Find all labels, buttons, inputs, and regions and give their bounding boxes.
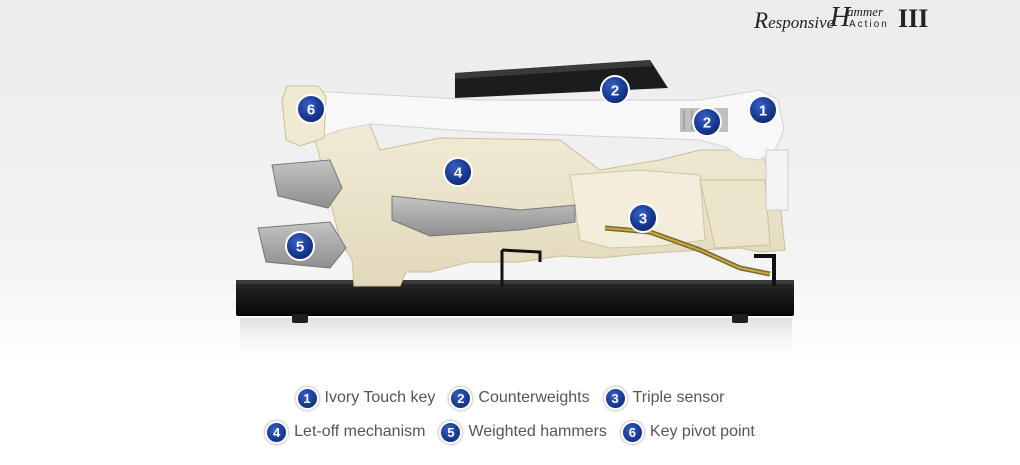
- marker-weighted-hammers: 5: [285, 231, 315, 261]
- legend-badge: 4: [265, 420, 289, 444]
- legend-item-let-off-mechanism: 4 Let-off mechanism: [265, 420, 426, 444]
- marker-number: 4: [454, 165, 463, 182]
- marker-number: 5: [296, 239, 304, 256]
- logo-numeral: III: [898, 4, 929, 33]
- hammer-action-diagram: 6 2 2 1 4 3 5: [236, 60, 794, 363]
- legend-row-2: 4 Let-off mechanism 5 Weighted hammers 6…: [0, 419, 1020, 445]
- legend-item-ivory-touch-key: 1 Ivory Touch key: [295, 386, 436, 410]
- marker-number: 3: [639, 211, 647, 228]
- logo-action: Action: [849, 19, 889, 30]
- legend-label: Triple sensor: [632, 389, 725, 406]
- legend-item-triple-sensor: 3 Triple sensor: [603, 386, 725, 410]
- legend-badge: 2: [449, 386, 473, 410]
- key-front: [765, 149, 789, 211]
- brand-logo: Responsive H ammer Action III: [750, 2, 950, 38]
- base-reflection: [240, 318, 792, 363]
- legend-label: Let-off mechanism: [294, 423, 426, 440]
- legend-label: Ivory Touch key: [324, 389, 436, 406]
- hammer-shank: [391, 195, 576, 237]
- upper-hammer: [271, 159, 343, 209]
- base-plate: [236, 280, 794, 323]
- legend-item-key-pivot-point: 6 Key pivot point: [620, 420, 755, 444]
- marker-let-off-mechanism: 4: [443, 157, 473, 187]
- marker-number: 6: [307, 102, 315, 119]
- marker-ivory-touch-key: 1: [748, 95, 778, 125]
- legend-label: Key pivot point: [649, 423, 755, 440]
- bracket-left: [500, 248, 542, 286]
- legend-label: Weighted hammers: [468, 423, 607, 440]
- bracket-right: [754, 254, 776, 286]
- legend-item-counterweights: 2 Counterweights: [449, 386, 590, 410]
- legend-badge: 1: [295, 386, 319, 410]
- marker-number: 2: [611, 83, 619, 100]
- legend-badge: 3: [603, 386, 627, 410]
- marker-counterweights-top: 2: [600, 75, 630, 105]
- legend-label: Counterweights: [478, 389, 590, 406]
- marker-triple-sensor: 3: [628, 203, 658, 233]
- marker-key-pivot-point: 6: [296, 94, 326, 124]
- logo-ammer: ammer: [847, 4, 884, 19]
- logo-responsive: Responsive: [754, 8, 835, 33]
- logo-h: H: [830, 2, 851, 33]
- marker-counterweights-right: 2: [692, 107, 722, 137]
- legend-item-weighted-hammers: 5 Weighted hammers: [439, 420, 607, 444]
- marker-number: 1: [759, 103, 767, 120]
- legend-row-1: 1 Ivory Touch key 2 Counterweights 3 Tri…: [0, 385, 1020, 411]
- legend: 1 Ivory Touch key 2 Counterweights 3 Tri…: [0, 385, 1020, 453]
- marker-number: 2: [703, 115, 711, 132]
- legend-badge: 6: [620, 420, 644, 444]
- legend-badge: 5: [439, 420, 463, 444]
